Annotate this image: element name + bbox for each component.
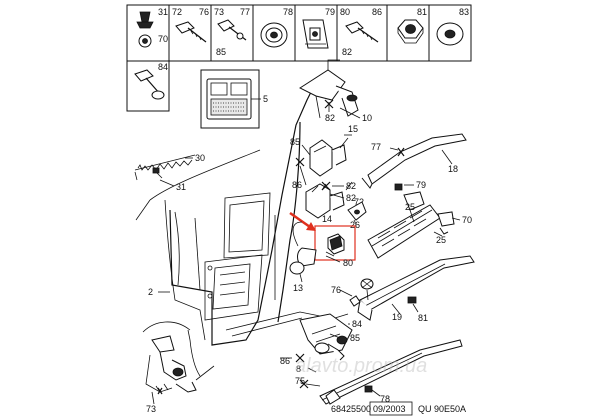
nut-clip-icon [302, 19, 329, 49]
footer-code: QU 90E50A [418, 404, 466, 414]
thumb-label: 78 [283, 7, 293, 17]
thumb-label: 31 [158, 7, 168, 17]
sliding-door [134, 89, 313, 346]
highlight-box-14[interactable]: 14 [314, 214, 356, 261]
thumb-box-72[interactable] [168, 4, 212, 62]
thumb-label: 79 [325, 7, 335, 17]
part-label-25: 25 [405, 202, 415, 212]
thumb-label: 85 [216, 47, 226, 57]
part-label-31: 31 [176, 182, 186, 192]
part-label-85: 85 [350, 333, 360, 343]
thumb-label: 77 [240, 7, 250, 17]
part-label-86: 86 [292, 180, 302, 190]
part-label-76: 76 [331, 285, 341, 295]
part-label-80: 80 [343, 258, 353, 268]
lower-bracket-13[interactable]: 13 76 2 [148, 261, 361, 307]
thumb-label: 73 [214, 7, 224, 17]
part-label-82: 82 [346, 193, 356, 203]
part-label-79: 79 [416, 180, 426, 190]
part-label-85: 85 [290, 137, 300, 147]
flange-bolt-icon [134, 69, 165, 100]
push-clip-icon [136, 11, 154, 48]
thumb-label: 84 [158, 62, 168, 72]
part-label-5: 5 [263, 94, 268, 104]
part-label-10: 10 [362, 113, 372, 123]
flat-washer-icon [436, 22, 464, 46]
part-label-19: 19 [392, 312, 402, 322]
thumb-label: 83 [459, 7, 469, 17]
lower-rail-19[interactable]: 19 81 [357, 255, 475, 323]
bracket-assembly-15[interactable]: 15 85 86 [290, 124, 358, 190]
part-label-13: 13 [293, 283, 303, 293]
highlight-arrow [289, 211, 316, 231]
part-label-86: 86 [280, 356, 290, 366]
lower-roller-assembly-8[interactable]: 84 85 86 8 75 [225, 311, 362, 389]
screw-icon [345, 21, 379, 43]
thumb-label: 76 [199, 7, 209, 17]
sound-panel-callout[interactable]: 5 [200, 69, 268, 129]
upper-roller-assembly[interactable]: 10 82 [298, 59, 372, 123]
watermark: alavto.prom.ua [295, 355, 427, 377]
part-label-18: 18 [448, 164, 458, 174]
part-label-15: 15 [348, 124, 358, 134]
part-label-82: 82 [346, 181, 356, 191]
part-label-82: 82 [325, 113, 335, 123]
part-label-26: 26 [350, 220, 360, 230]
part-30[interactable]: 30 [185, 153, 205, 163]
thumb-box-73[interactable] [210, 4, 254, 62]
thumb-label: 82 [342, 47, 352, 57]
thumb-label: 70 [158, 34, 168, 44]
part-80[interactable]: 80 [292, 221, 353, 268]
washer-icon [260, 22, 288, 48]
screw-icon [175, 21, 207, 43]
thumbnail-strip: 31 70 72 76 73 77 85 78 79 80 86 82 81 8… [126, 4, 472, 112]
thumb-label: 81 [417, 7, 427, 17]
part-label-30: 30 [195, 153, 205, 163]
part-label-77: 77 [371, 142, 381, 152]
part-label-8: 8 [296, 364, 301, 374]
part-label-75: 75 [295, 376, 305, 386]
part-label-72: 72 [354, 197, 364, 207]
footer-reference: 68425500 09/2003 QU 90E50A [331, 401, 466, 416]
part-label-73: 73 [146, 404, 156, 414]
part-label-14: 14 [322, 214, 332, 224]
bottom-rail[interactable]: 78 [319, 339, 463, 405]
hex-nut-icon [397, 19, 424, 44]
part-label-70: 70 [462, 215, 472, 225]
thumb-label: 80 [340, 7, 350, 17]
footer-date: 09/2003 [373, 404, 406, 414]
part-label-78: 78 [380, 394, 390, 404]
thumb-box-80[interactable] [336, 4, 388, 62]
thumb-box-84[interactable] [126, 60, 170, 112]
part-label-84: 84 [352, 319, 362, 329]
upper-rail-18[interactable]: 77 18 79 [361, 133, 467, 191]
bolt-icon [217, 19, 247, 41]
sound-panel-icon [206, 78, 252, 120]
part-31[interactable]: 31 [152, 167, 186, 192]
part-label-2: 2 [148, 287, 153, 297]
lock-plate-25[interactable]: 25 70 25 [367, 191, 472, 259]
part-label-81: 81 [418, 313, 428, 323]
thumb-box-83[interactable] [428, 4, 472, 62]
part-label-25: 25 [436, 235, 446, 245]
thumb-label: 72 [172, 7, 182, 17]
lower-hinge[interactable]: 73 [142, 321, 215, 414]
lock-assembly[interactable]: 82 82 72 26 [305, 181, 367, 230]
thumb-label: 86 [372, 7, 382, 17]
footer-ref-number: 68425500 [331, 404, 371, 414]
